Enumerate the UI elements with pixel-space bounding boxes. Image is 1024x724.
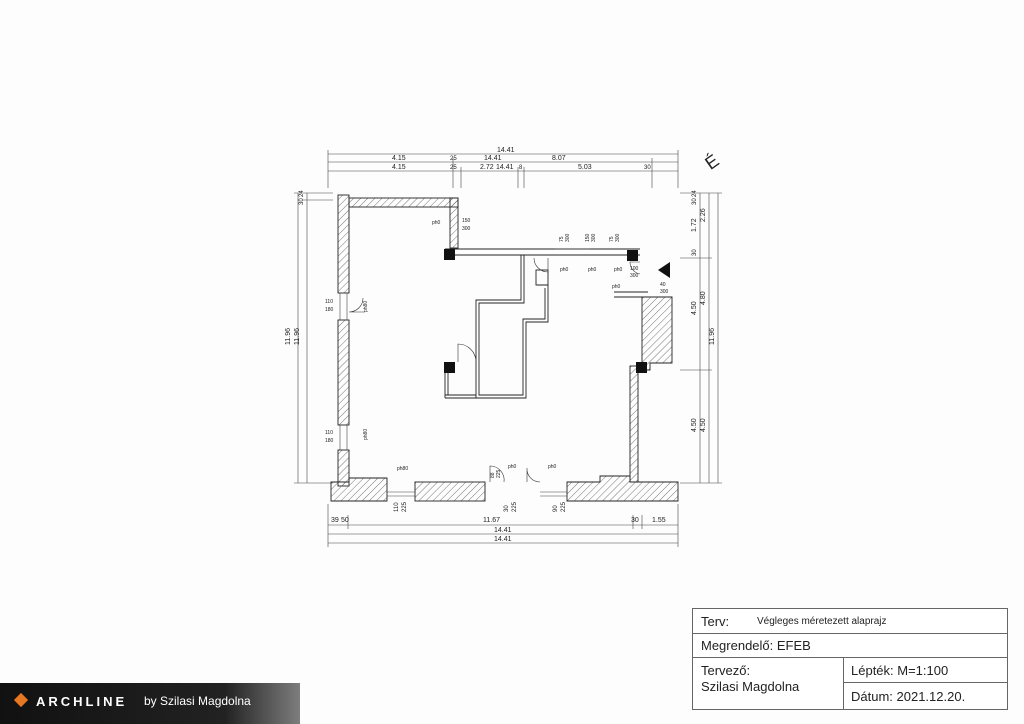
opening-labels: ph0 150 300 75 300 150 300 75 300 100 30… (325, 218, 669, 478)
lbl-7: 300 (591, 233, 597, 242)
lbl-24: ph0 (612, 284, 621, 290)
archline-brand-bar: ARCHLINE by Szilasi Magdolna (0, 683, 300, 724)
dim-left-small-a: 30 (299, 198, 305, 205)
dim-bottom-c: 30 (631, 517, 639, 524)
lbl-14: ph0 (560, 267, 569, 273)
dim-bottom-win-a: 110 (394, 502, 400, 512)
date-text: Dátum: 2021.12.20. (851, 689, 966, 704)
dim-top-r3-g: 30 (644, 165, 651, 171)
dim-bottom-win-b: 225 (402, 501, 408, 512)
plan-value: Végleges méretezett alaprajz (757, 616, 887, 627)
dim-top-r3-e: 8 (519, 165, 523, 171)
lbl-5: 300 (565, 233, 571, 242)
brand-author: by Szilasi Magdolna (144, 694, 251, 708)
columns (444, 249, 647, 373)
lbl-22: 88 (490, 472, 496, 478)
dim-bottom-row3: 14.41 (494, 536, 512, 543)
dim-bottom-a: 39 (331, 517, 339, 524)
doors (348, 257, 641, 483)
dim-right-mid-a: 4.50 (691, 301, 698, 315)
dim-top-r2-a: 4.15 (392, 155, 406, 162)
dim-left-total-a: 11.96 (285, 328, 292, 345)
lbl-11: 300 (630, 273, 639, 279)
dim-top-r2-c: 14.41 (484, 155, 502, 162)
lbl-3: 300 (462, 226, 471, 232)
lbl-19: ph80 (397, 466, 408, 472)
lbl-win-left-b: 180 (325, 307, 334, 313)
title-row-plan: Terv: Végleges méretezett alaprajz (693, 609, 1007, 634)
title-divider (843, 657, 844, 709)
dim-right-small-c: 1.72 (691, 218, 698, 232)
lbl-12: 40 (660, 282, 666, 288)
lbl-4: 75 (559, 236, 565, 242)
dim-left-total-b: 11.96 (294, 328, 301, 345)
dim-bottom-b: 50 (341, 517, 349, 524)
title-block: Terv: Végleges méretezett alaprajz Megre… (692, 608, 1008, 710)
title-row-client: Megrendelő: EFEB (693, 633, 1007, 658)
dim-right-mid-b: 4.80 (700, 291, 707, 305)
lbl-23: 225 (496, 469, 502, 478)
entry-marker-icon (658, 262, 670, 278)
archline-logo-icon (13, 692, 29, 708)
brand-name: ARCHLINE (36, 694, 128, 709)
dim-top-overall: 14.41 (497, 147, 515, 154)
dim-bottom-mid: 11.67 (483, 517, 500, 524)
lbl-9: 300 (615, 233, 621, 242)
dim-bottom-d: 1.55 (652, 517, 666, 524)
dim-bottom-door-a: 30 (504, 505, 510, 512)
lbl-1: ph0 (432, 220, 441, 226)
dim-right-mid-c: 4.50 (691, 418, 698, 432)
north-arrow-icon: É (701, 150, 722, 173)
dim-left-small-b: 24 (299, 190, 305, 197)
lbl-17: ph80 (363, 301, 369, 312)
dim-right-small-b: 24 (692, 190, 698, 197)
designer-name: Szilasi Magdolna (701, 679, 800, 694)
lbl-21: ph0 (548, 464, 557, 470)
dim-top-r3-d: 14.41 (496, 164, 514, 171)
lbl-2: 150 (462, 218, 471, 224)
dim-top-r3-f: 5.03 (578, 164, 592, 171)
plan-label: Terv: (701, 614, 730, 629)
title-divider-h (843, 682, 1007, 683)
dim-bottom-row2: 14.41 (494, 527, 512, 534)
dim-right-total: 11.96 (709, 328, 716, 345)
north-label: É (701, 150, 722, 173)
dim-top-r3-c: 2.72 (480, 164, 494, 171)
dim-right-mid-d: 4.50 (700, 418, 707, 432)
dimension-right (680, 192, 722, 484)
dimension-bottom (327, 504, 679, 547)
dim-bottom-door-b: 225 (512, 501, 518, 512)
dim-top-r3-b: 25 (450, 165, 457, 171)
scale-text: Lépték: M=1:100 (851, 663, 949, 678)
dim-right-small-e: 30 (692, 249, 698, 256)
lbl-10: 100 (630, 266, 639, 272)
lbl-win-left-c: 110 (325, 430, 333, 436)
lbl-win-left-d: 180 (325, 438, 334, 444)
lbl-18: ph80 (363, 429, 369, 440)
lbl-20: ph0 (508, 464, 517, 470)
lbl-13: 300 (660, 289, 669, 295)
lbl-16: ph0 (614, 267, 623, 273)
inner-rooms (444, 255, 549, 399)
dim-right-small-a: 30 (692, 198, 698, 205)
dim-bottom-win-d: 225 (561, 501, 567, 512)
dim-bottom-win-c: 90 (553, 505, 559, 512)
lbl-8: 75 (609, 236, 615, 242)
dimension-top (327, 150, 679, 188)
dim-top-r2-b: 25 (450, 156, 457, 162)
dimension-left (294, 192, 333, 484)
lbl-15: ph0 (588, 267, 597, 273)
designer-label: Tervező: (701, 663, 751, 678)
dim-top-r3-a: 4.15 (392, 164, 406, 171)
lbl-6: 150 (585, 233, 591, 242)
client-text: Megrendelő: EFEB (701, 638, 811, 653)
dim-top-r2-d: 8.07 (552, 155, 566, 162)
walls (330, 194, 679, 502)
dim-right-small-d: 2.26 (700, 208, 707, 222)
windows (339, 228, 590, 497)
lbl-win-left-a: 110 (325, 299, 333, 305)
